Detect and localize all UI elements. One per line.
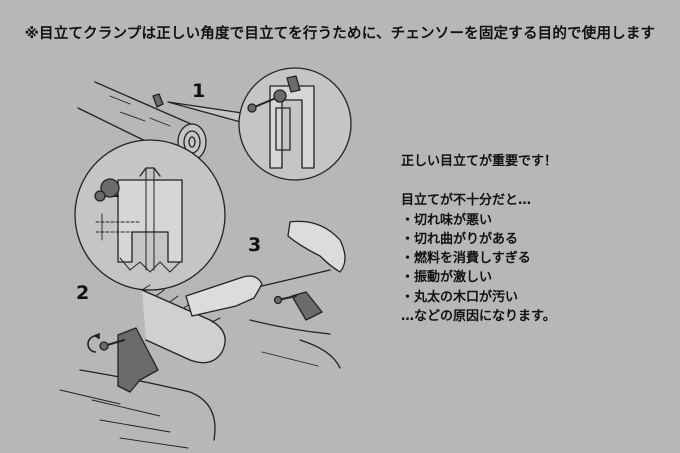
- rotate-arrow-icon: [87, 332, 100, 353]
- list-item: ・丸太の木口が汚い: [401, 289, 519, 305]
- step3-clamp: [273, 291, 323, 321]
- step2-clamp: [99, 327, 159, 393]
- step2-detail-callout: [74, 139, 226, 291]
- step1-zoom-callout: [238, 67, 352, 181]
- list-item: ・燃料を消費しすぎる: [401, 251, 531, 267]
- notes-headline: 正しい目立てが重要です！: [401, 154, 558, 169]
- step3-log: [249, 319, 341, 369]
- list-item: ・振動が激しい: [401, 270, 493, 286]
- step-number-1: 1: [192, 80, 206, 102]
- notes-closing: …などの原因になります。: [401, 309, 556, 325]
- list-item: ・切れ味が悪い: [401, 212, 493, 228]
- step2-log: [59, 369, 216, 449]
- notes-lead: 目立てが不十分だと…: [401, 193, 532, 209]
- page-title: ※目立てクランプは正しい角度で目立てを行うために、チェンソーを固定する目的で使用…: [24, 26, 656, 42]
- step-number-3: 3: [248, 234, 262, 256]
- chainsaw-bar: [141, 284, 226, 364]
- step3-hand-with-file: [185, 220, 346, 317]
- list-item: ・切れ曲がりがある: [401, 231, 519, 247]
- step-number-2: 2: [76, 282, 90, 304]
- notes-panel: 正しい目立てが重要です！ 目立てが不十分だと… ・切れ味が悪い ・切れ曲がりがあ…: [401, 152, 671, 326]
- step1-small-clamp: [152, 93, 164, 108]
